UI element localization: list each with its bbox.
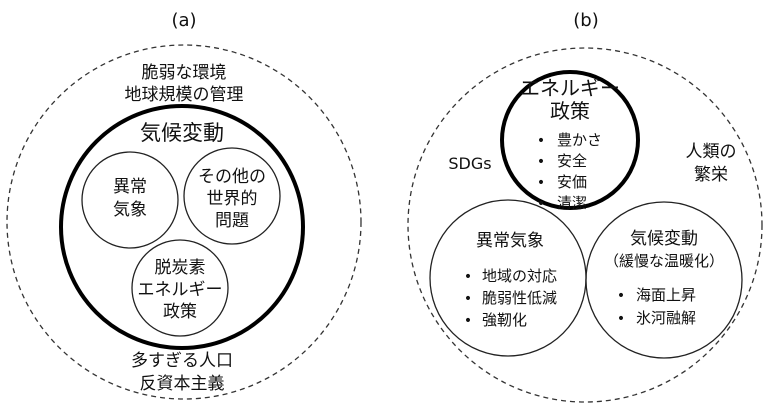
panel-a-outer-circle — [6, 44, 362, 400]
panel-b-climate-title-1: 気候変動 — [630, 229, 698, 249]
panel-b-climate-bullet-1: • — [617, 288, 625, 304]
panel-a-bottom-line-2: エネルギー — [138, 280, 223, 300]
panel-a-right-line-1: その他の — [198, 167, 266, 187]
panel-b-energy-bullet-3: • — [537, 175, 545, 191]
panel-b-energy-title-2: 政策 — [550, 99, 590, 123]
panel-b-energy-item-2: 安全 — [557, 152, 587, 170]
panel-b-weather-bullet-3: • — [464, 313, 472, 329]
panel-b-weather-bullet-2: • — [464, 291, 472, 307]
panel-a-bottom-line-3: 政策 — [163, 302, 197, 322]
panel-a-label: (a) — [171, 10, 196, 31]
panel-b-energy-circle — [500, 70, 640, 210]
panel-b-climate-title-2: （緩慢な温暖化） — [604, 252, 724, 270]
panel-a-outer-top-line-1: 脆弱な環境 — [142, 63, 227, 83]
panel-a-outer-top-line-2: 地球規模の管理 — [125, 85, 244, 105]
panel-a-bottom-circle — [131, 239, 229, 337]
panel-b-climate-item-2: 氷河融解 — [636, 309, 696, 327]
panel-b-outer-circle — [407, 47, 763, 403]
panel-b-weather-item-3: 強靭化 — [482, 311, 527, 329]
panel-a-left-line-2: 気象 — [113, 200, 147, 220]
panel-b-energy-bullet-1: • — [537, 133, 545, 149]
panel-b-weather-item-2: 脆弱性低減 — [482, 289, 557, 307]
panel-b-energy-item-3: 安価 — [557, 173, 587, 191]
panel-b-climate-item-1: 海面上昇 — [636, 286, 696, 304]
panel-a-left-line-1: 異常 — [113, 177, 147, 197]
panel-a-bottom-line-1: 脱炭素 — [155, 258, 206, 278]
panel-b-prosperity-line-1: 人類の — [686, 142, 737, 162]
panel-a-climate-circle — [59, 104, 305, 350]
panel-b-weather-item-1: 地域の対応 — [482, 267, 557, 285]
panel-a-climate-title: 気候変動 — [140, 121, 224, 145]
panel-a-outer-bottom-line-2: 反資本主義 — [140, 374, 225, 394]
panel-a-right-line-3: 問題 — [215, 211, 249, 231]
panel-b-energy-item-1: 豊かさ — [557, 131, 602, 149]
panel-a-right-circle — [183, 147, 281, 245]
panel-b-energy-title-1: エネルギー — [520, 76, 620, 100]
panel-b-weather-bullet-1: • — [464, 269, 472, 285]
panel-b-label: (b) — [573, 10, 598, 31]
panel-b-climate-circle — [585, 201, 743, 359]
panel-b-sdgs-label: SDGs — [448, 154, 491, 173]
panel-a-right-line-2: 世界的 — [207, 189, 258, 209]
panel-b-energy-bullet-4: • — [537, 196, 545, 212]
panel-a-outer-bottom-line-1: 多すぎる人口 — [131, 351, 233, 371]
panel-b-energy-item-4: 清潔 — [557, 194, 587, 212]
panel-b-climate-bullet-2: • — [617, 311, 625, 327]
panel-a-left-circle — [81, 151, 179, 249]
panel-b-prosperity-line-2: 繁栄 — [694, 165, 728, 185]
panel-b-energy-bullet-2: • — [537, 154, 545, 170]
panel-b-weather-title: 異常気象 — [476, 231, 544, 251]
